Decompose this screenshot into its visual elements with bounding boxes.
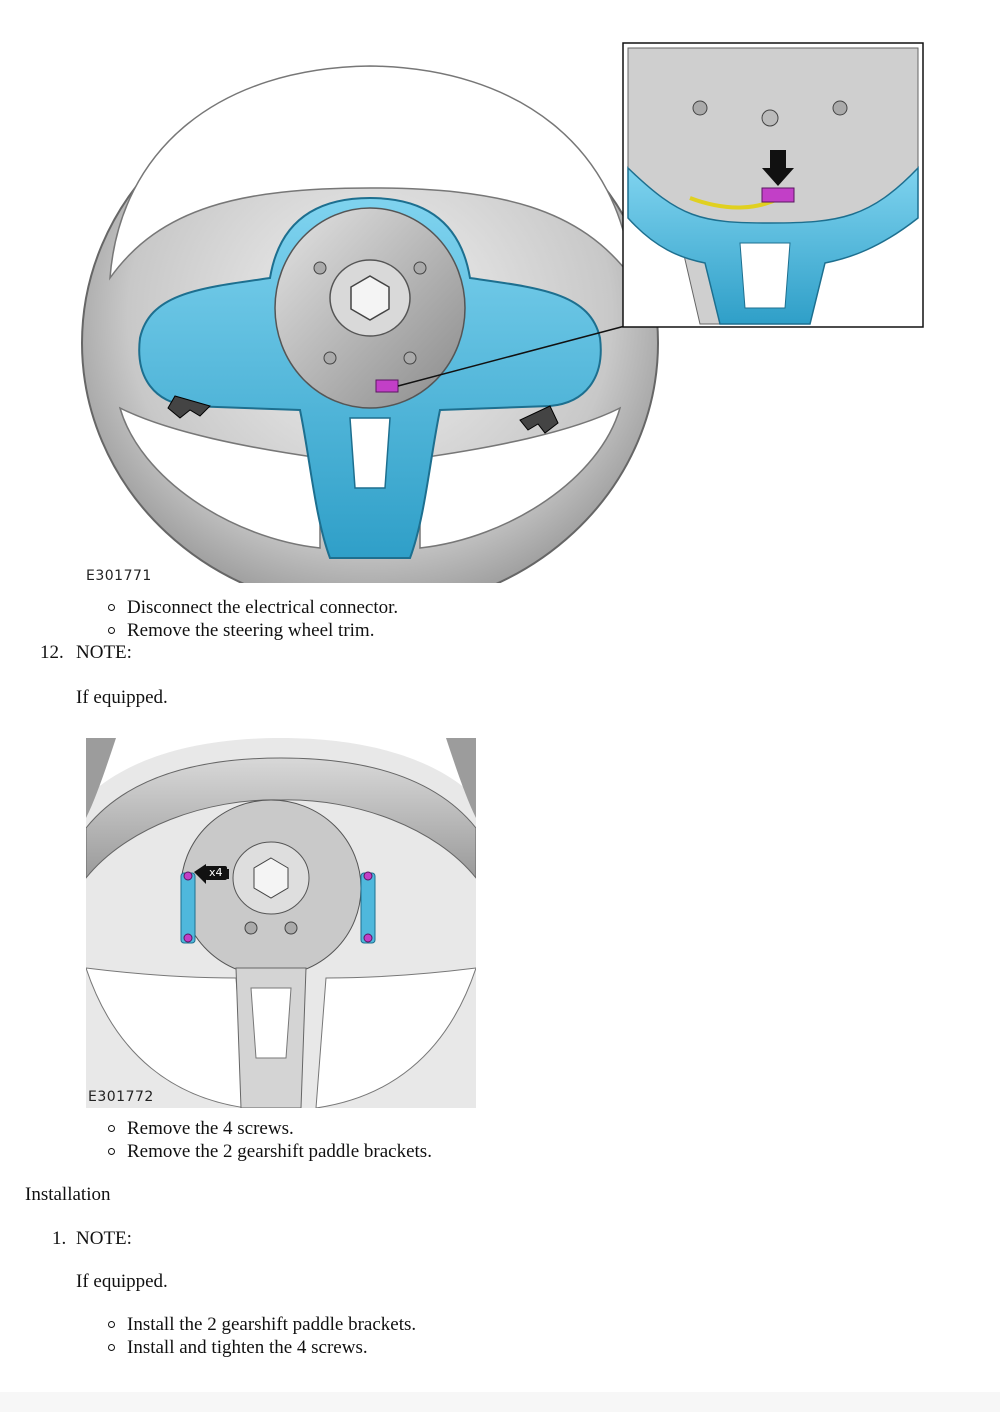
instruction-remove-screws: Remove the 4 screws.: [127, 1118, 294, 1139]
figure-paddle-brackets: [86, 738, 476, 1108]
figure-steering-wheel-trim: [80, 38, 930, 583]
step-1-note-label: NOTE:: [76, 1228, 132, 1249]
steering-wheel-trim-illustration: [81, 42, 924, 583]
figure-id-e301772: E301772: [88, 1089, 154, 1105]
paddle-bracket-illustration: [86, 738, 476, 1108]
step-number-1: 1.: [52, 1228, 67, 1249]
instruction-remove-brackets: Remove the 2 gearshift paddle brackets.: [127, 1141, 432, 1162]
callout-x4-text: x4: [209, 866, 223, 879]
step-12-note-text: If equipped.: [76, 687, 168, 708]
page-bottom-band: [0, 1392, 1000, 1412]
step-1-note-text: If equipped.: [76, 1271, 168, 1292]
callout-x4-badge: x4: [205, 866, 227, 880]
instruction-install-brackets: Install the 2 gearshift paddle brackets.: [127, 1314, 417, 1335]
step-12-note-label: NOTE:: [76, 642, 132, 663]
bullet-marker: [108, 1321, 115, 1328]
bullet-marker: [108, 604, 115, 611]
bullet-marker: [108, 1125, 115, 1132]
bullet-marker: [108, 1148, 115, 1155]
figure-id-e301771: E301771: [86, 568, 152, 584]
bullet-marker: [108, 627, 115, 634]
instruction-tighten-screws: Install and tighten the 4 screws.: [127, 1337, 368, 1358]
instruction-remove-trim: Remove the steering wheel trim.: [127, 620, 375, 641]
instruction-disconnect-connector: Disconnect the electrical connector.: [127, 597, 399, 618]
step-number-12: 12.: [40, 642, 64, 663]
section-title-installation: Installation: [25, 1184, 111, 1205]
bullet-marker: [108, 1344, 115, 1351]
